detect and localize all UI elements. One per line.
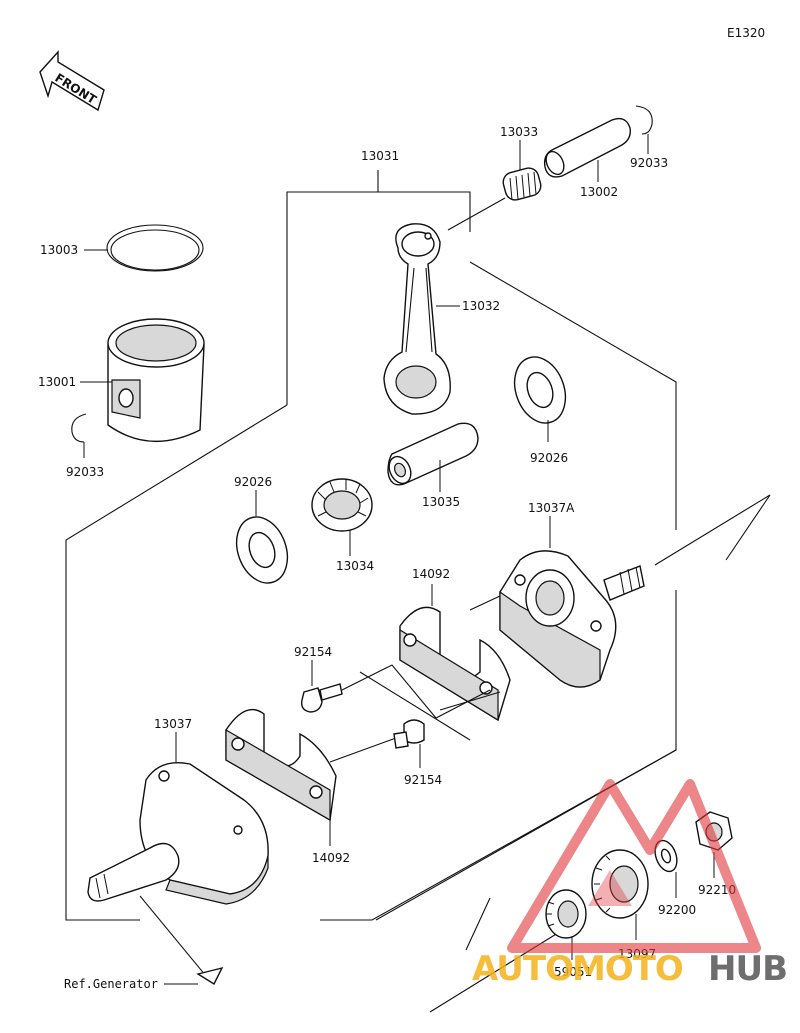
watermark-hub: HUB — [708, 949, 787, 989]
crankshaft-half-right — [499, 550, 645, 688]
needle-bearing-large — [311, 478, 373, 532]
label-92033-top: 92033 — [630, 156, 668, 170]
label-92033-left: 92033 — [66, 465, 104, 479]
counterweight-top — [399, 606, 511, 722]
label-13002: 13002 — [580, 185, 618, 199]
label-13003: 13003 — [40, 243, 78, 257]
label-13037A: 13037A — [528, 501, 575, 515]
assembly-lines-lower — [375, 749, 677, 1013]
diagram-code: E1320 — [727, 26, 765, 40]
label-13035: 13035 — [422, 495, 460, 509]
counterweight-bottom — [225, 708, 337, 822]
label-13033: 13033 — [500, 125, 538, 139]
circlip-top — [635, 105, 653, 135]
label-13001: 13001 — [38, 375, 76, 389]
label-13031: 13031 — [361, 149, 399, 163]
gear-large — [591, 849, 649, 919]
circlip-left — [71, 413, 87, 443]
thrust-washer-right — [513, 356, 567, 424]
front-arrow-icon: FRONT — [39, 50, 105, 112]
label-13037: 13037 — [154, 717, 192, 731]
label-14092-bottom: 14092 — [312, 851, 350, 865]
bolt-top — [300, 683, 343, 713]
label-92200: 92200 — [658, 903, 696, 917]
label-13034: 13034 — [336, 559, 374, 573]
automotohub-watermark-logo: AUTO MOTO HUB — [472, 779, 788, 989]
assembly-lines-middle — [329, 595, 501, 763]
ref-generator-label: Ref.Generator — [64, 977, 158, 991]
needle-bearing-small — [502, 167, 542, 201]
watermark-moto: MOTO — [572, 949, 683, 989]
label-59051: 59051 — [554, 965, 592, 979]
watermark-auto: AUTO — [472, 949, 573, 989]
crankshaft-half-left — [87, 762, 269, 905]
label-14092-top: 14092 — [412, 567, 450, 581]
piston-ring — [106, 224, 204, 272]
thrust-washer-left — [235, 516, 289, 584]
label-13032: 13032 — [462, 299, 500, 313]
label-92026-right: 92026 — [530, 451, 568, 465]
piston-pin — [543, 117, 631, 178]
label-92154-top: 92154 — [294, 645, 332, 659]
crank-pin — [387, 422, 479, 486]
gear-small — [545, 889, 587, 939]
label-92154-bottom: 92154 — [404, 773, 442, 787]
ref-generator-indicator — [139, 895, 224, 986]
label-92026-left: 92026 — [234, 475, 272, 489]
connecting-rod — [383, 223, 451, 415]
piston — [107, 318, 205, 443]
bolt-bottom — [393, 719, 425, 749]
assembly-outline — [65, 170, 771, 921]
